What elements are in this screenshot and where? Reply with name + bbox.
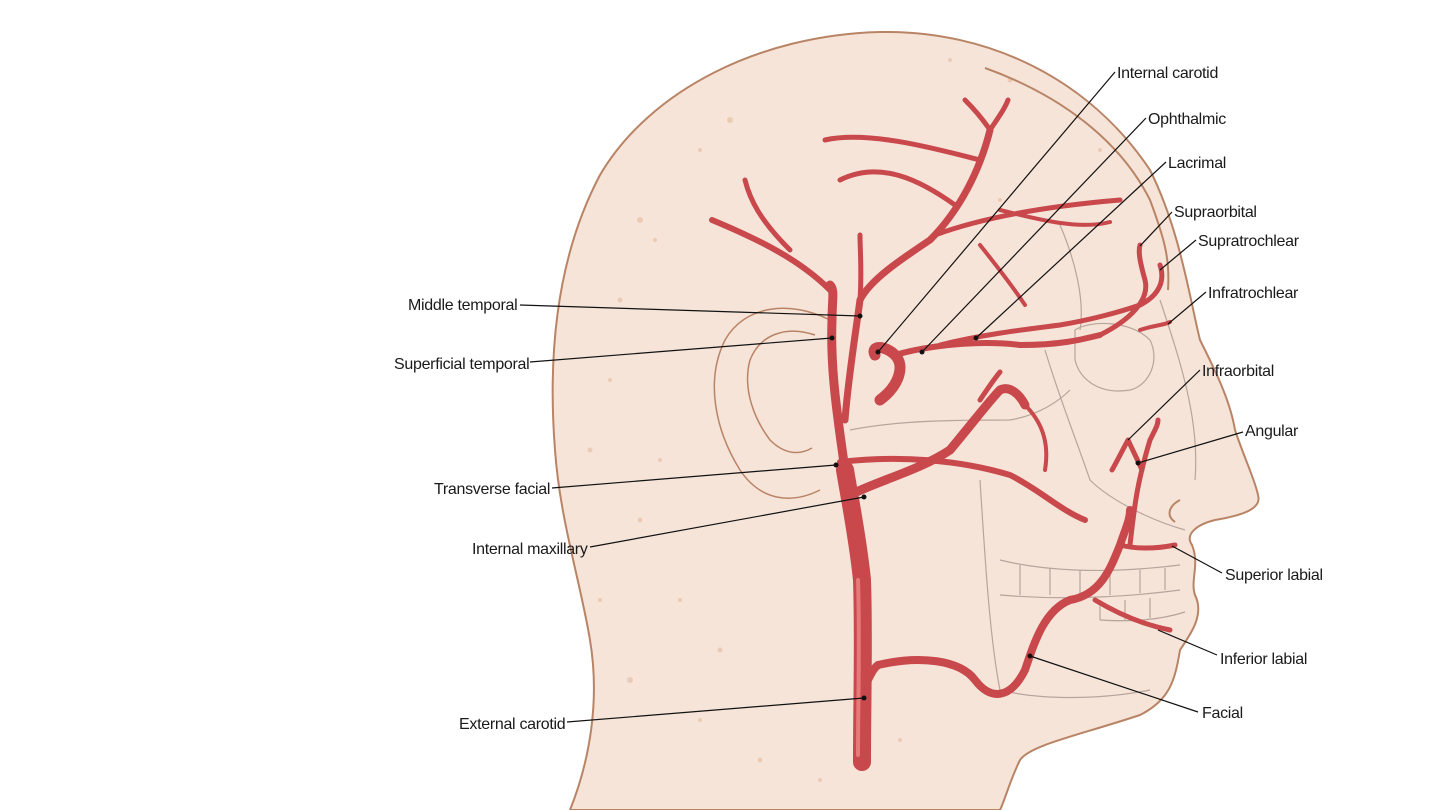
orbit [1074, 322, 1155, 392]
external-carotid-highlight [856, 578, 861, 757]
middle-temporal-branch-d [962, 97, 993, 133]
labels: Internal carotid Ophthalmic Lacrimal Sup… [394, 65, 1323, 733]
leader-supraorbital [1139, 211, 1173, 247]
dot-angular [1135, 460, 1141, 466]
facial-artery-loop [864, 661, 882, 684]
zygomatic [849, 389, 1071, 431]
skull-outline [849, 224, 1197, 699]
ear-outer [713, 307, 831, 499]
label-infratrochlear: Infratrochlear [1208, 285, 1299, 302]
dot-superficial-temporal [829, 335, 835, 341]
leader-lines [519, 71, 1244, 723]
label-middle-temporal: Middle temporal [408, 297, 517, 314]
middle-temporal-branch-g [998, 208, 1112, 227]
middle-temporal-branch-a [857, 232, 864, 303]
dot-external-carotid [861, 695, 867, 701]
leader-transverse-facial [551, 464, 837, 489]
middle-temporal-branch-e [987, 97, 1011, 133]
lower-teeth [1099, 598, 1186, 622]
label-facial: Facial [1202, 705, 1243, 722]
label-angular: Angular [1245, 423, 1299, 440]
maxillary-branch-face [1023, 403, 1049, 472]
transverse-facial-artery [837, 455, 1088, 523]
leader-middle-temporal [519, 304, 861, 317]
label-internal-maxillary: Internal maxillary [472, 541, 588, 558]
lacrimal-artery [937, 302, 1143, 348]
dot-internal-carotid [875, 349, 881, 355]
leader-facial [1029, 655, 1199, 713]
middle-temporal-branch-h [978, 243, 1027, 307]
internal-maxillary-artery [845, 384, 1030, 500]
maxilla [1044, 349, 1186, 531]
leader-dots [829, 313, 1141, 701]
dot-transverse-facial [833, 462, 839, 468]
dot-internal-maxillary [861, 494, 867, 500]
dot-middle-temporal [857, 313, 863, 319]
leader-infraorbital [1127, 369, 1201, 441]
inferior-labial-artery [1092, 597, 1173, 633]
leader-ophthalmic [921, 117, 1147, 353]
ophthalmic-artery [892, 332, 1103, 358]
label-supraorbital: Supraorbital [1174, 204, 1257, 221]
label-inferior-labial: Inferior labial [1220, 651, 1307, 668]
label-supratrochlear: Supratrochlear [1198, 233, 1300, 250]
angular-artery [1127, 417, 1161, 548]
middle-temporal-artery [841, 126, 994, 424]
leader-lacrimal [975, 161, 1167, 339]
dot-lacrimal [973, 335, 979, 341]
artery-network [709, 97, 1178, 771]
leader-internal-carotid [877, 71, 1116, 353]
upper-teeth [999, 559, 1181, 599]
maxillary-branch-up [977, 369, 1003, 403]
ear-inner [746, 330, 816, 454]
leader-inferior-labial [1157, 629, 1218, 656]
superficial-temporal-branch-up [742, 177, 793, 253]
middle-temporal-branch-f [932, 197, 1123, 238]
label-transverse-facial: Transverse facial [434, 481, 550, 498]
head-skin [551, 30, 1260, 810]
label-ophthalmic: Ophthalmic [1148, 111, 1226, 128]
external-carotid-artery [836, 461, 872, 771]
infratrochlear-artery [1138, 320, 1172, 332]
forehead-contour [984, 67, 1170, 291]
middle-temporal-branch-b [837, 169, 958, 208]
superficial-temporal-branch-back [709, 217, 833, 293]
label-external-carotid: External carotid [459, 716, 565, 733]
dot-ophthalmic [919, 349, 925, 355]
label-superficial-temporal: Superficial temporal [394, 356, 529, 373]
leader-superior-labial [1171, 545, 1223, 574]
ear [713, 307, 831, 499]
superior-labial-artery [1117, 542, 1178, 551]
leader-angular [1137, 431, 1244, 464]
dot-facial [1027, 653, 1033, 659]
label-infraorbital: Infraorbital [1202, 363, 1274, 380]
leader-external-carotid [566, 697, 865, 723]
head-silhouette [551, 30, 1260, 810]
nose-contour [1168, 499, 1181, 523]
leader-superficial-temporal [529, 337, 833, 363]
skin-texture [587, 58, 1102, 782]
label-internal-carotid: Internal carotid [1117, 65, 1218, 82]
leader-infratrochlear [1167, 291, 1207, 325]
supraorbital-artery [1097, 242, 1149, 338]
leader-internal-maxillary [589, 496, 865, 548]
label-superior-labial: Superior labial [1225, 567, 1323, 584]
leader-supratrochlear [1159, 239, 1197, 271]
middle-temporal-branch-c [822, 134, 983, 163]
label-lacrimal: Lacrimal [1168, 155, 1226, 172]
